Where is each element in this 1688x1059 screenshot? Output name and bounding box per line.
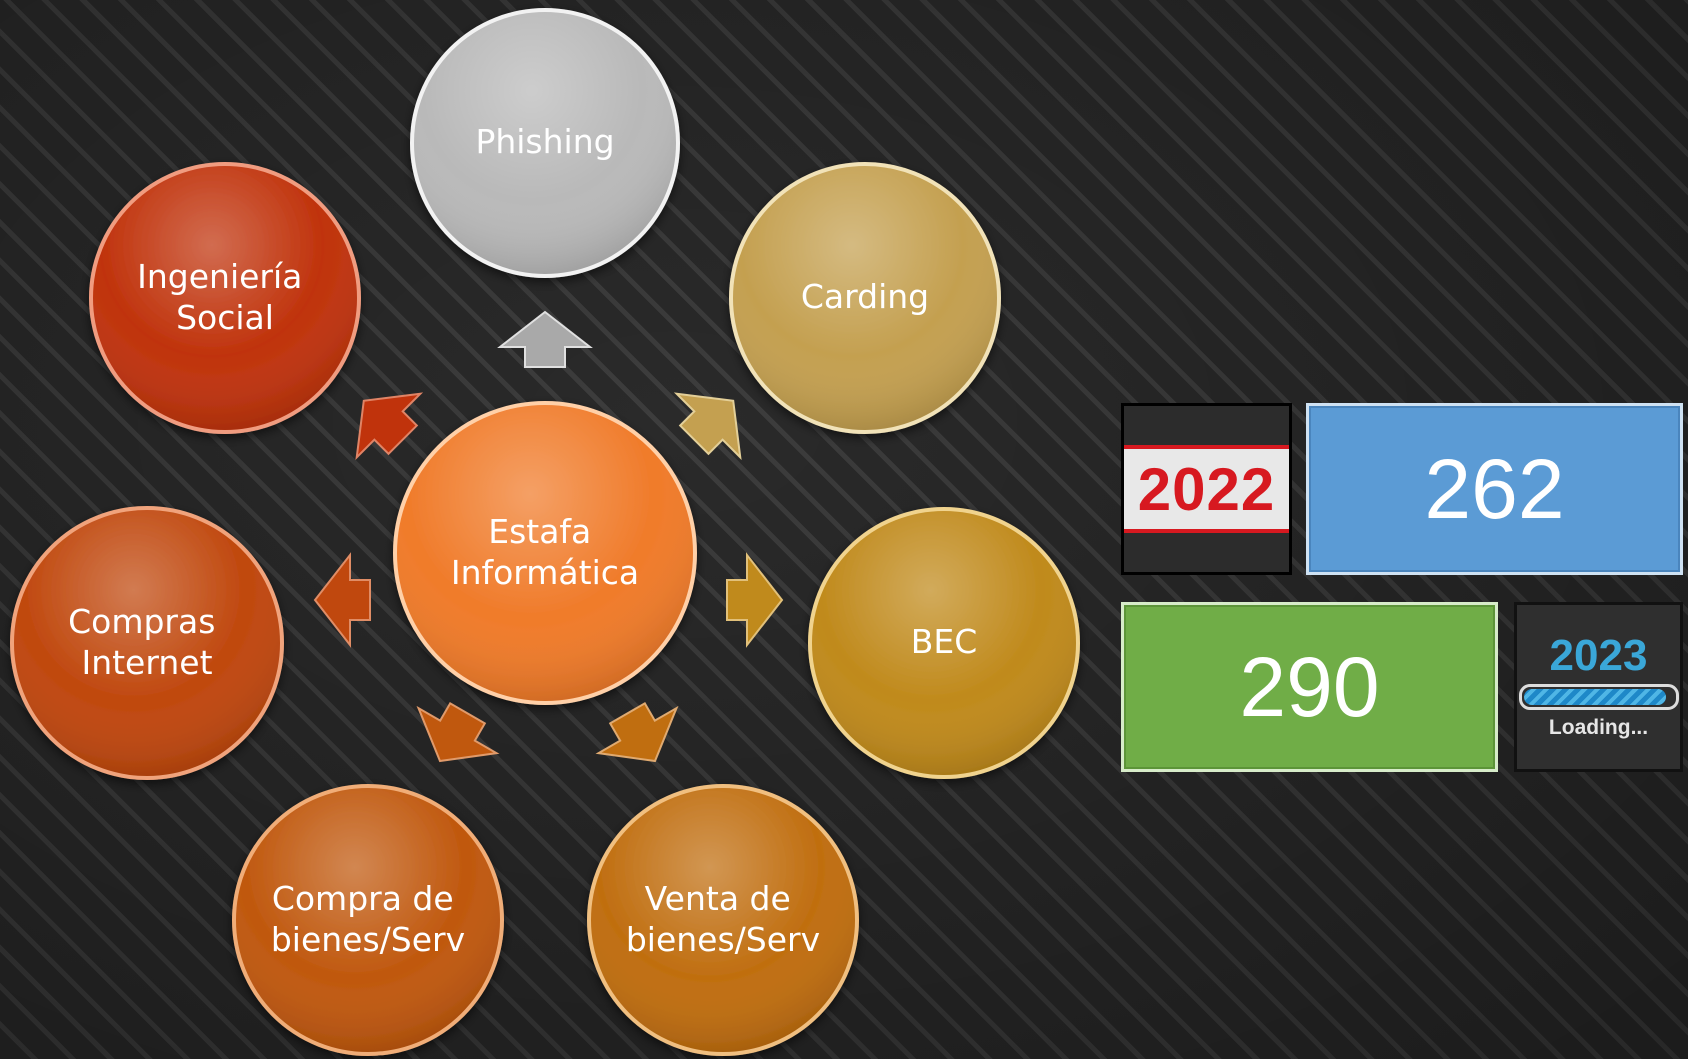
node-carding: Carding bbox=[729, 162, 1001, 434]
arrow-to-bec bbox=[726, 552, 784, 648]
node-compras-internet-label-line2: Internet bbox=[81, 643, 212, 682]
node-compra-label: Compra de bienes/Serv bbox=[271, 879, 465, 959]
node-ingenieria-social-label-line2: Social bbox=[176, 298, 274, 337]
count-2022-tile: 262 bbox=[1306, 403, 1683, 575]
node-center-label: Estafa Informática bbox=[451, 512, 639, 592]
node-ingenieria-social-gloss bbox=[93, 166, 357, 430]
node-venta-gloss bbox=[591, 788, 855, 1052]
node-compra-label-line1: Compra de bbox=[272, 879, 454, 918]
node-carding-label: Carding bbox=[801, 277, 929, 316]
node-compras-internet: Compras Internet bbox=[10, 506, 284, 780]
node-ingenieria-social-label: Ingeniería Social bbox=[137, 257, 313, 337]
node-phishing-label: Phishing bbox=[475, 122, 614, 161]
node-bec-label: BEC bbox=[911, 622, 978, 661]
node-center-label-line1: Estafa bbox=[488, 512, 591, 551]
node-compra-label-line2: bienes/Serv bbox=[271, 920, 465, 959]
arrows-group bbox=[313, 310, 784, 763]
node-phishing-gloss bbox=[414, 12, 676, 274]
node-ingenieria-social-label-line1: Ingeniería bbox=[137, 257, 302, 296]
node-compras-internet-label-line1: Compras bbox=[68, 602, 215, 641]
node-venta-label-line1: Venta de bbox=[645, 879, 791, 918]
loading-label: Loading... bbox=[1548, 716, 1649, 739]
node-compras-internet-label: Compras Internet bbox=[68, 602, 226, 682]
year-2023-label: 2023 bbox=[1549, 631, 1648, 680]
arrow-to-compra bbox=[416, 701, 500, 763]
node-center-gloss bbox=[397, 405, 693, 701]
node-bec: BEC bbox=[808, 507, 1080, 779]
node-carding-gloss bbox=[733, 166, 997, 430]
node-venta-label: Venta de bienes/Serv bbox=[626, 879, 820, 959]
loading-progress-bar bbox=[1518, 684, 1679, 710]
node-compra: Compra de bienes/Serv bbox=[232, 784, 504, 1056]
node-venta-label-line2: bienes/Serv bbox=[626, 920, 820, 959]
node-center: Estafa Informática bbox=[393, 401, 697, 705]
node-compras-internet-gloss bbox=[14, 510, 280, 776]
year-2022-badge: 2022 bbox=[1121, 403, 1292, 575]
node-bec-gloss bbox=[812, 511, 1076, 775]
year-2023-badge: 2023 Loading... bbox=[1514, 602, 1683, 772]
node-venta: Venta de bienes/Serv bbox=[587, 784, 859, 1056]
node-ingenieria-social: Ingeniería Social bbox=[89, 162, 361, 434]
node-phishing: Phishing bbox=[410, 8, 680, 278]
loading-progress-fill bbox=[1523, 689, 1666, 705]
node-compra-gloss bbox=[236, 788, 500, 1052]
arrow-to-venta bbox=[595, 701, 679, 763]
arrow-to-ingenieria-social bbox=[355, 392, 424, 461]
arrow-to-compras-internet bbox=[313, 552, 371, 648]
arrow-to-carding bbox=[673, 392, 742, 461]
count-2023-tile: 290 bbox=[1121, 602, 1498, 772]
arrow-to-phishing bbox=[497, 310, 593, 368]
node-center-label-line2: Informática bbox=[451, 553, 639, 592]
year-2022-stamp: 2022 bbox=[1124, 445, 1289, 533]
